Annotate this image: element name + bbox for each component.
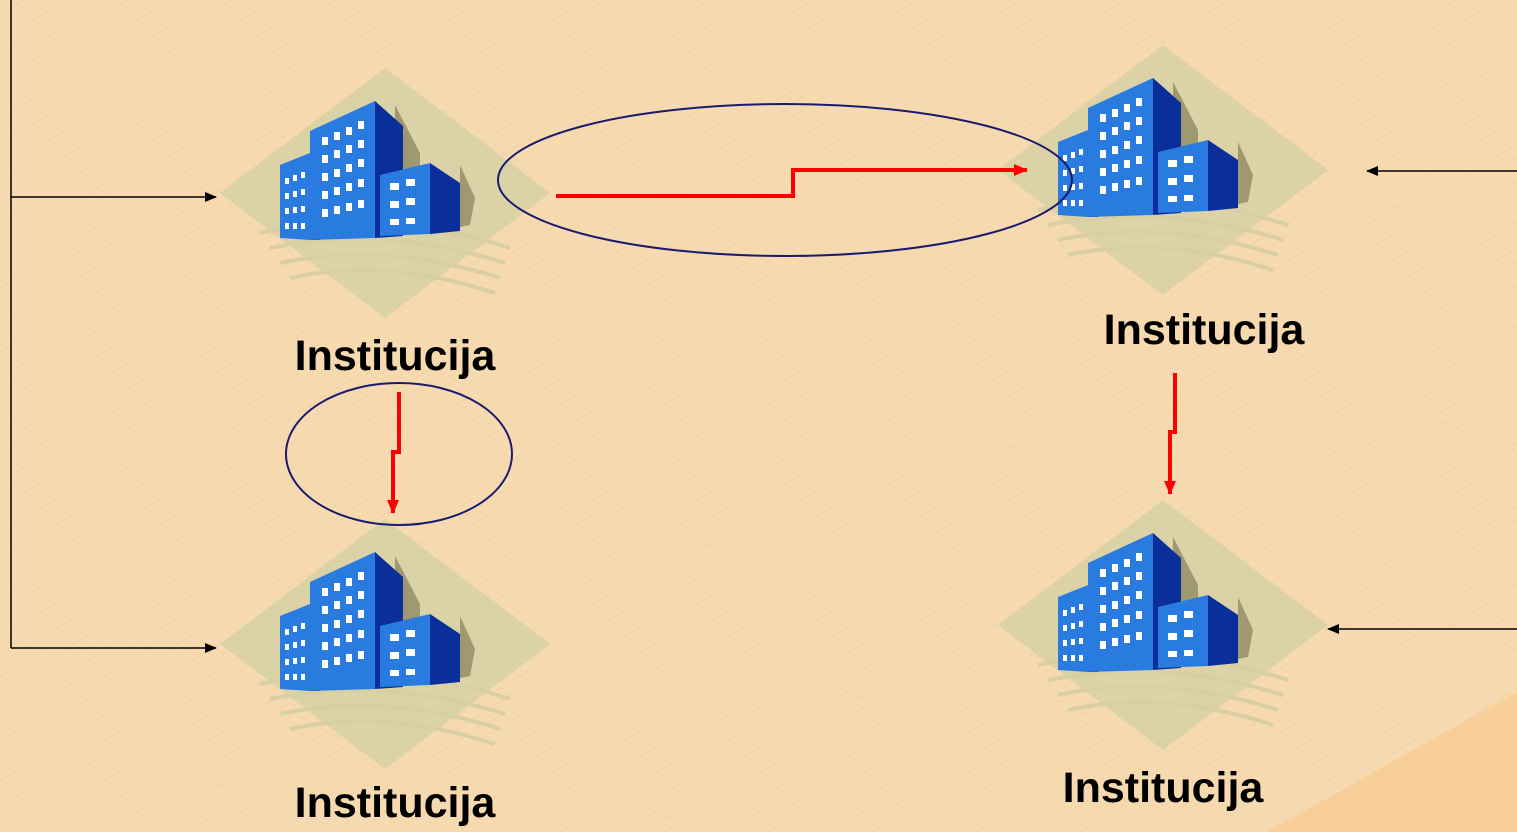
building-icon xyxy=(218,517,552,771)
flow-arrow-top-left-to-bottom-left xyxy=(387,392,401,514)
building-icon xyxy=(996,498,1330,752)
background-corner-decoration xyxy=(1267,692,1517,832)
highlight-ellipse-vertical xyxy=(285,382,513,526)
building-icon xyxy=(218,66,552,320)
institution-label-bottom-right: Institucija xyxy=(1062,764,1264,812)
highlight-ellipse-horizontal xyxy=(497,103,1073,257)
building-icon xyxy=(996,43,1330,297)
institution-label-bottom-left: Institucija xyxy=(294,779,496,827)
flow-arrow-top-left-to-top-right xyxy=(556,164,1028,198)
institution-label-top-right: Institucija xyxy=(1103,306,1305,354)
institution-label-top-left: Institucija xyxy=(294,332,496,380)
flow-arrow-top-right-to-bottom-right xyxy=(1164,373,1177,495)
